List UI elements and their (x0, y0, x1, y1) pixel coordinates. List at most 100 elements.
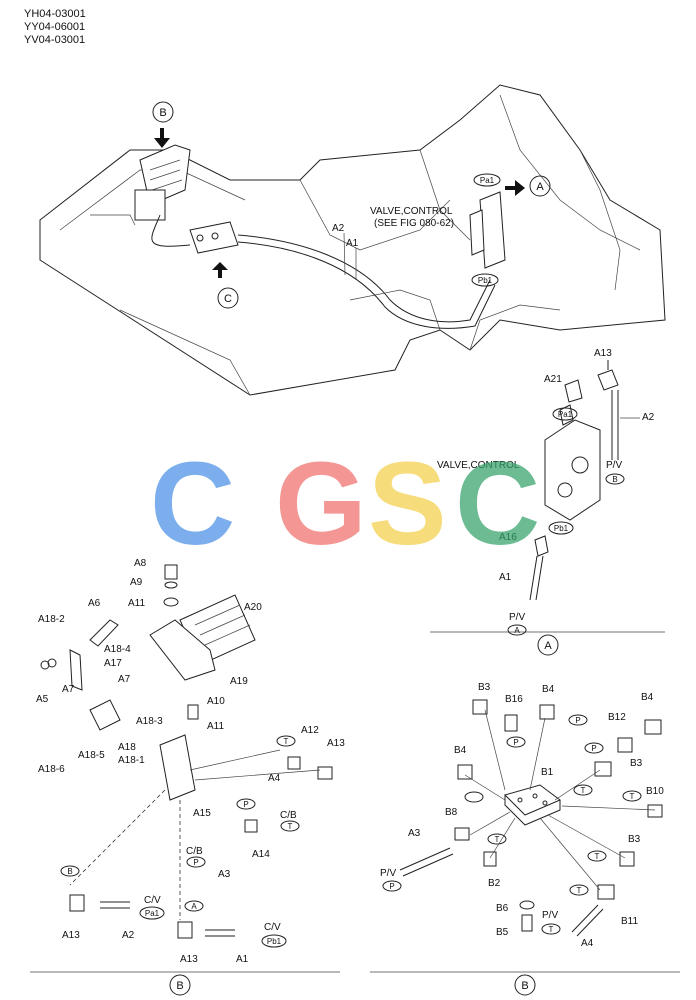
tag-p: P (236, 798, 256, 810)
label-a11: A11 (128, 598, 145, 609)
line-label-a1: A1 (346, 238, 359, 249)
label-b1: B1 (541, 767, 554, 778)
label-a3: A3 (408, 828, 421, 839)
label-a20: A20 (244, 602, 262, 613)
cb-label: C/B (280, 810, 297, 821)
label-a21: A21 (544, 374, 562, 385)
tag-p: P (382, 880, 402, 892)
machine-overview (39, 84, 666, 396)
tag-p: P (568, 714, 588, 726)
port-tag-pa1: Pa1 (552, 407, 578, 421)
svg-text:T: T (581, 786, 586, 795)
svg-text:Pb1: Pb1 (478, 276, 493, 285)
label-a10: A10 (207, 696, 225, 707)
watermark-letter: S (368, 438, 447, 570)
part-code: YH04-03001 (24, 8, 86, 20)
label-a13: A13 (180, 954, 198, 965)
label-b5: B5 (496, 927, 509, 938)
label-b4: B4 (542, 684, 555, 695)
svg-text:P: P (591, 744, 596, 753)
svg-text:P: P (513, 738, 518, 747)
label-a4: A4 (268, 773, 281, 784)
label-a8: A8 (134, 558, 147, 569)
valve-note: VALVE,CONTROL (370, 206, 453, 217)
tag-p: P (584, 742, 604, 754)
label-b8: B8 (445, 807, 458, 818)
port-tag-pa1: Pa1 (473, 173, 501, 187)
tag-t: T (280, 820, 300, 832)
port-tag-pb1: Pb1 (471, 273, 499, 287)
pv-label: P/V (509, 612, 525, 623)
label-a4: A4 (581, 938, 594, 949)
svg-text:Pb1: Pb1 (554, 524, 569, 533)
label-b10: B10 (646, 786, 664, 797)
svg-text:A: A (191, 902, 197, 911)
pv-label: P/V (542, 910, 558, 921)
label-a15: A15 (193, 808, 211, 819)
watermark-letter: C (455, 438, 541, 570)
tag-t: T (587, 850, 607, 862)
svg-text:T: T (284, 737, 289, 746)
view-marker-b: B (152, 101, 174, 123)
tag-p: P (186, 856, 206, 868)
svg-text:T: T (577, 886, 582, 895)
watermark-letter: C (150, 438, 236, 570)
label-a18-5: A18-5 (78, 750, 105, 761)
label-a2: A2 (122, 930, 135, 941)
label-a19: A19 (230, 676, 248, 687)
svg-text:B: B (612, 475, 617, 484)
label-b16: B16 (505, 694, 523, 705)
tag-p: P (506, 736, 526, 748)
section-marker-b: B (169, 974, 191, 996)
cv-label: C/V (264, 922, 281, 933)
label-a6: A6 (88, 598, 101, 609)
tag-pa1: Pa1 (139, 906, 165, 920)
detail-b-left (30, 564, 340, 973)
tag-t: T (541, 923, 561, 935)
label-a13: A13 (594, 348, 612, 359)
label-a7: A7 (118, 674, 131, 685)
section-marker-b: B (514, 974, 536, 996)
label-a11: A11 (207, 721, 224, 732)
section-marker-a: A (537, 634, 559, 656)
tag-p (464, 791, 484, 803)
tag-b: B (60, 865, 80, 877)
svg-text:C: C (224, 293, 232, 305)
tag-t: T (487, 833, 507, 845)
tag-t: T (569, 884, 589, 896)
label-a18-3: A18-3 (136, 716, 163, 727)
svg-text:T: T (495, 835, 500, 844)
cv-label: C/V (144, 895, 161, 906)
label-a14: A14 (252, 849, 270, 860)
label-b6: B6 (496, 903, 509, 914)
svg-text:Pa1: Pa1 (145, 909, 160, 918)
svg-text:P: P (575, 716, 580, 725)
label-a18-2: A18-2 (38, 614, 65, 625)
svg-text:B: B (67, 867, 72, 876)
label-b4: B4 (641, 692, 654, 703)
svg-text:P: P (243, 800, 248, 809)
svg-text:B: B (176, 980, 183, 992)
label-b4: B4 (454, 745, 467, 756)
label-b2: B2 (488, 878, 501, 889)
tag-a: A (507, 624, 527, 636)
view-marker-c: C (217, 287, 239, 309)
svg-text:T: T (288, 822, 293, 831)
label-a5: A5 (36, 694, 49, 705)
label-a3: A3 (218, 869, 231, 880)
cb-label: C/B (186, 846, 203, 857)
tag-b: B (605, 473, 625, 485)
line-label-a2: A2 (332, 223, 345, 234)
label-b3: B3 (478, 682, 491, 693)
pv-label: P/V (380, 868, 396, 879)
svg-text:A: A (536, 181, 544, 193)
valve-note-reference: (SEE FIG 080-62) (374, 218, 454, 229)
valve-label: VALVE,CONTROL (437, 460, 520, 471)
label-a13: A13 (327, 738, 345, 749)
port-tag-pb1: Pb1 (548, 521, 574, 535)
view-marker-a: A (529, 175, 551, 197)
label-b3: B3 (628, 834, 641, 845)
svg-text:B: B (521, 980, 528, 992)
label-a1: A1 (236, 954, 249, 965)
label-b11: B11 (621, 916, 638, 927)
